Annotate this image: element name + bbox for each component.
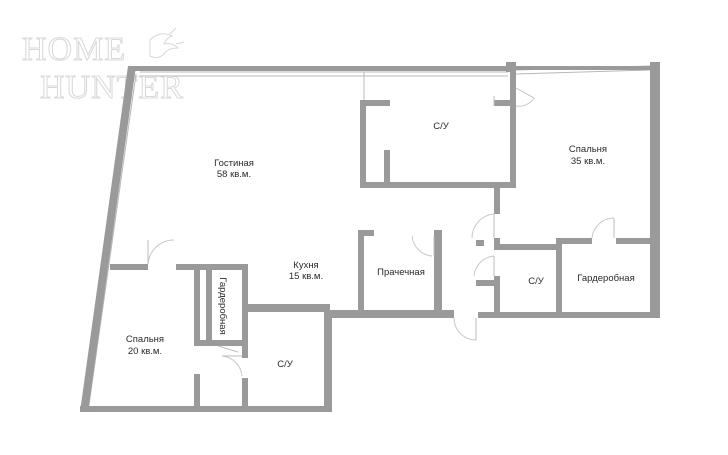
room-living-area: 58 кв.м. — [217, 169, 251, 180]
room-bedroom-left-area: 20 кв.м. — [128, 346, 162, 357]
room-bath-small-name: С/У — [528, 276, 545, 287]
door-laundry — [411, 235, 435, 257]
door-entrance — [453, 317, 477, 341]
door-left-bedroom — [147, 239, 175, 265]
room-bath-bottom-name: С/У — [277, 359, 294, 370]
room-laundry-name: Прачечная — [377, 267, 425, 278]
door-top-bath — [515, 87, 535, 107]
room-living-name: Гостиная — [214, 158, 254, 169]
room-bath-top-name: С/У — [433, 121, 450, 132]
walls — [80, 62, 660, 412]
door-small-bath — [473, 255, 495, 277]
bird-logo-icon — [149, 27, 185, 59]
door-wardrobe-right — [591, 217, 615, 239]
logo-line1: HOME — [22, 31, 126, 68]
room-bedroom-main-area: 35 кв.м. — [571, 156, 605, 167]
door-bedroom — [471, 213, 495, 239]
door-bath-bottom — [221, 355, 243, 377]
room-kitchen-area: 15 кв.м. — [289, 271, 323, 282]
room-wardrobe-right-name: Гардеробная — [577, 273, 634, 284]
room-wardrobe-left-name: Гардеробная — [217, 277, 228, 334]
room-bedroom-main-name: Спальня — [569, 144, 607, 155]
door-wardrobe-left — [217, 345, 239, 353]
room-kitchen-name: Кухня — [293, 260, 318, 271]
doors — [147, 87, 615, 377]
room-bedroom-left-name: Спальня — [126, 334, 164, 345]
logo-line2: HUNTER — [40, 69, 184, 106]
logo: HOME HUNTER — [22, 27, 185, 107]
room-labels: Гостиная 58 кв.м. С/У Спальня 35 кв.м. К… — [126, 121, 635, 370]
